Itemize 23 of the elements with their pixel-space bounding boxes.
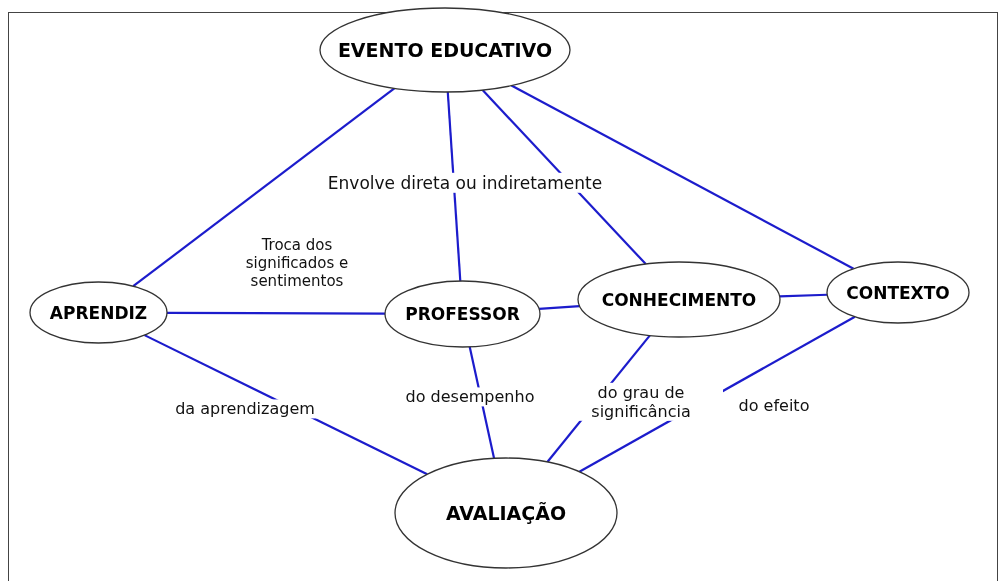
connector-line [481, 89, 647, 265]
connector-line [132, 87, 395, 288]
connector-line [510, 84, 855, 270]
edge-label: da aprendizagem [173, 399, 317, 419]
connector-line [143, 334, 428, 476]
concept-ellipse [320, 8, 570, 92]
concept-ellipse [30, 282, 167, 343]
connector-line [539, 305, 580, 310]
concept-label: PROFESSOR [405, 304, 520, 324]
concept-label: AVALIAÇÃO [445, 502, 567, 524]
connector-line [779, 293, 828, 298]
connector-line [468, 346, 496, 459]
concept-ellipse [385, 281, 540, 347]
concept-label: CONTEXTO [846, 282, 950, 303]
concept-label: CONHECIMENTO [601, 289, 757, 310]
concept-ellipse [578, 262, 780, 337]
concept-ellipse [827, 262, 969, 323]
connector-line [446, 91, 462, 282]
concept-label: APRENDIZ [49, 302, 148, 323]
concept-label: EVENTO EDUCATIVO [337, 39, 553, 61]
edge-label: do desempenho [403, 387, 537, 407]
concept-ellipse [395, 458, 617, 568]
connector-line [167, 311, 385, 315]
